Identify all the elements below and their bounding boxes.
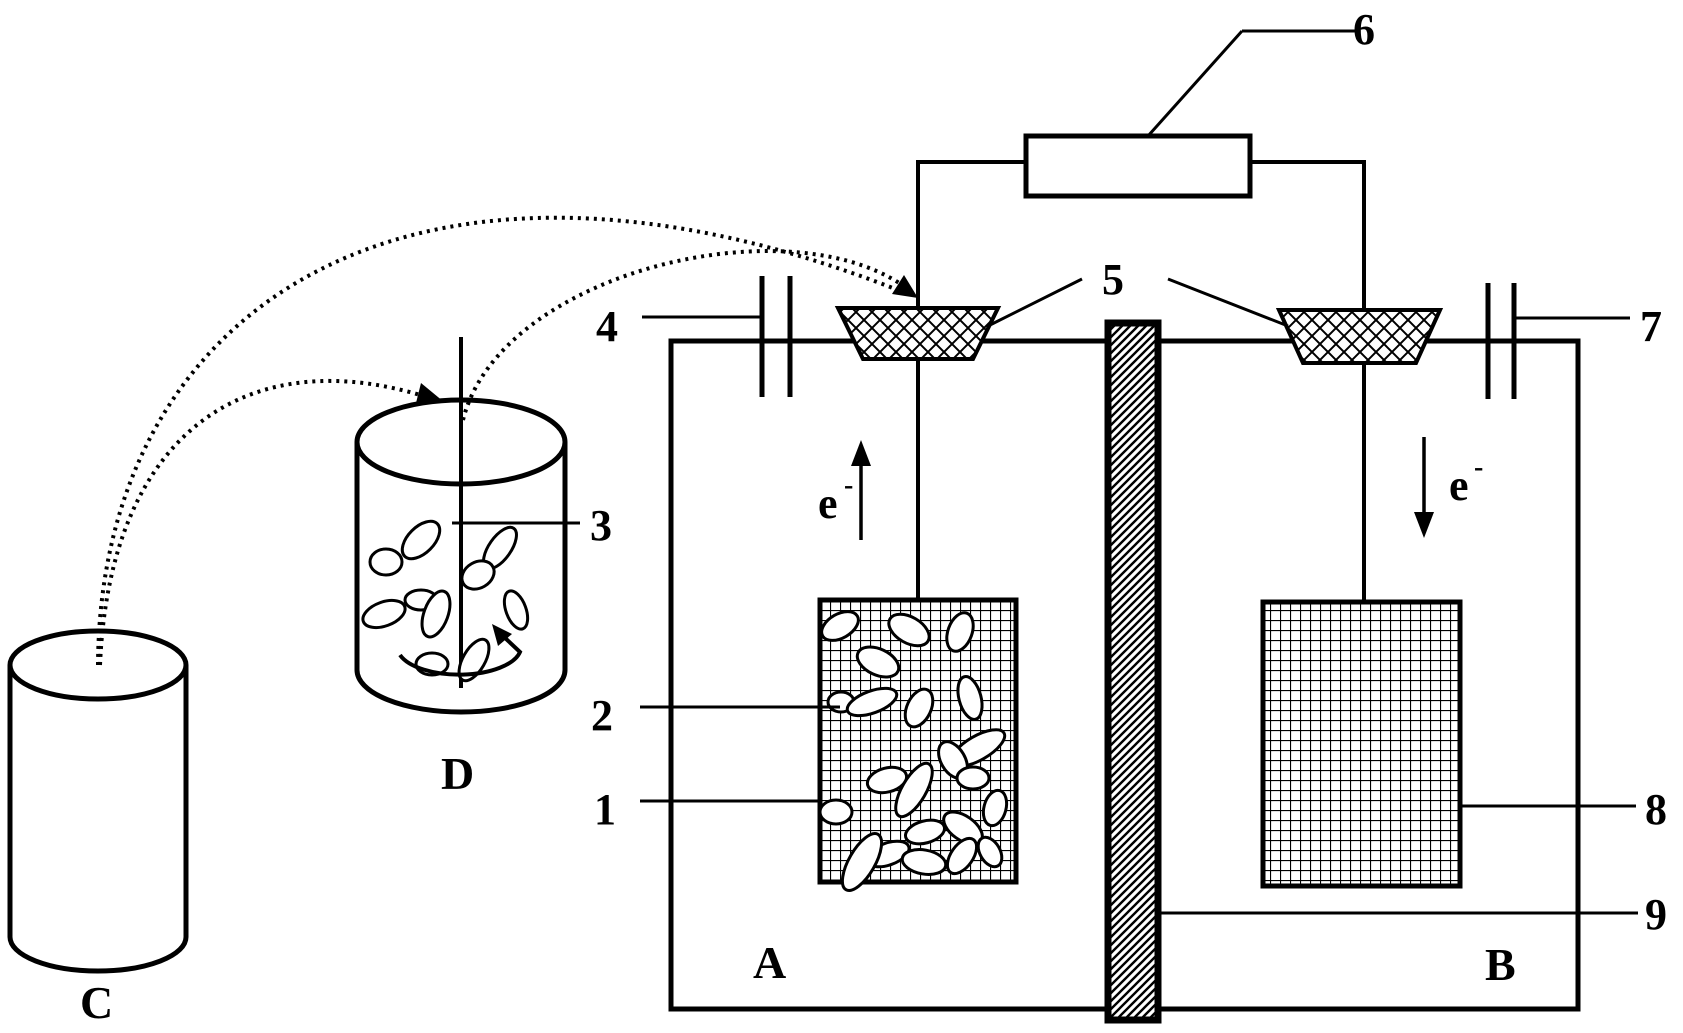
substrate-container-c [7, 628, 189, 974]
electron-label-anode: e [818, 479, 838, 528]
separator-membrane [1104, 319, 1162, 1024]
stirring-motion-arrow [398, 624, 523, 677]
electron-flow-up-arrow [851, 440, 871, 540]
culture-beaker-d [354, 337, 568, 715]
external-resistor [1023, 133, 1253, 199]
label-3: 3 [590, 501, 612, 550]
label-6: 6 [1353, 5, 1375, 54]
label-7: 7 [1640, 302, 1662, 351]
anode-microbes [818, 610, 1009, 892]
transfer-arrowheads [416, 275, 918, 403]
label-5: 5 [1102, 255, 1124, 304]
cathode-electrode [1260, 599, 1463, 889]
external-circuit [916, 160, 1366, 600]
label-8: 8 [1645, 785, 1667, 834]
label-container-c: C [80, 977, 113, 1028]
label-9: 9 [1645, 890, 1667, 939]
label-2: 2 [591, 691, 613, 740]
anode-terminal-connector [834, 306, 1002, 361]
label-compartment-b: B [1485, 939, 1516, 990]
anode-port [759, 276, 793, 397]
leader-lines [452, 29, 1638, 915]
label-compartment-a: A [753, 937, 786, 988]
label-beaker-d: D [441, 748, 474, 799]
label-4: 4 [596, 302, 618, 351]
cathode-terminal-connector [1275, 308, 1444, 365]
transfer-flow-paths [96, 215, 915, 666]
electron-charge-cathode: - [1474, 452, 1483, 483]
electron-label-cathode: e [1449, 461, 1469, 510]
label-1: 1 [594, 785, 616, 834]
beaker-microbes [361, 519, 530, 683]
cathode-port [1485, 283, 1517, 399]
anode-electrode [817, 597, 1019, 892]
electron-charge-anode: - [844, 470, 853, 501]
electron-flow-down-arrow [1414, 437, 1434, 538]
